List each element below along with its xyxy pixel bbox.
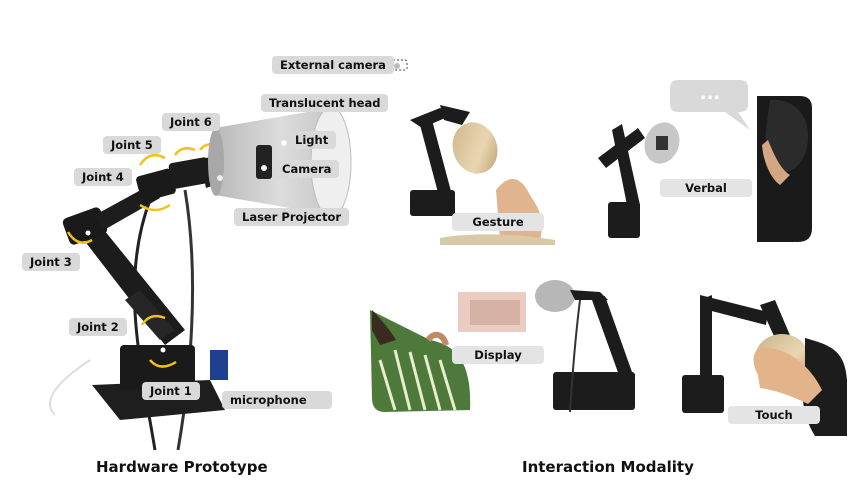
label-joint-5: Joint 5	[103, 136, 161, 154]
label-light: Light	[287, 131, 337, 149]
caption-hardware-prototype: Hardware Prototype	[96, 458, 268, 476]
label-translucent-head: Translucent head	[261, 94, 389, 112]
label-external-camera: External camera	[272, 56, 394, 74]
panel-verbal	[598, 80, 812, 242]
label-display: Display	[452, 346, 544, 364]
label-joint-4: Joint 4	[74, 168, 132, 186]
label-joint-1: Joint 1	[142, 382, 200, 400]
panel-display	[370, 280, 635, 413]
speech-bubble-text: ...	[699, 83, 721, 104]
label-touch: Touch	[728, 406, 820, 424]
label-joint-6: Joint 6	[162, 113, 220, 131]
label-microphone: microphone	[222, 391, 332, 409]
caption-interaction-modality: Interaction Modality	[522, 458, 694, 476]
label-joint-2: Joint 2	[69, 318, 127, 336]
label-camera: Camera	[274, 160, 340, 178]
label-gesture: Gesture	[452, 213, 544, 231]
label-laser-projector: Laser Projector	[234, 208, 350, 226]
label-verbal: Verbal	[660, 179, 752, 197]
label-joint-3: Joint 3	[22, 253, 80, 271]
